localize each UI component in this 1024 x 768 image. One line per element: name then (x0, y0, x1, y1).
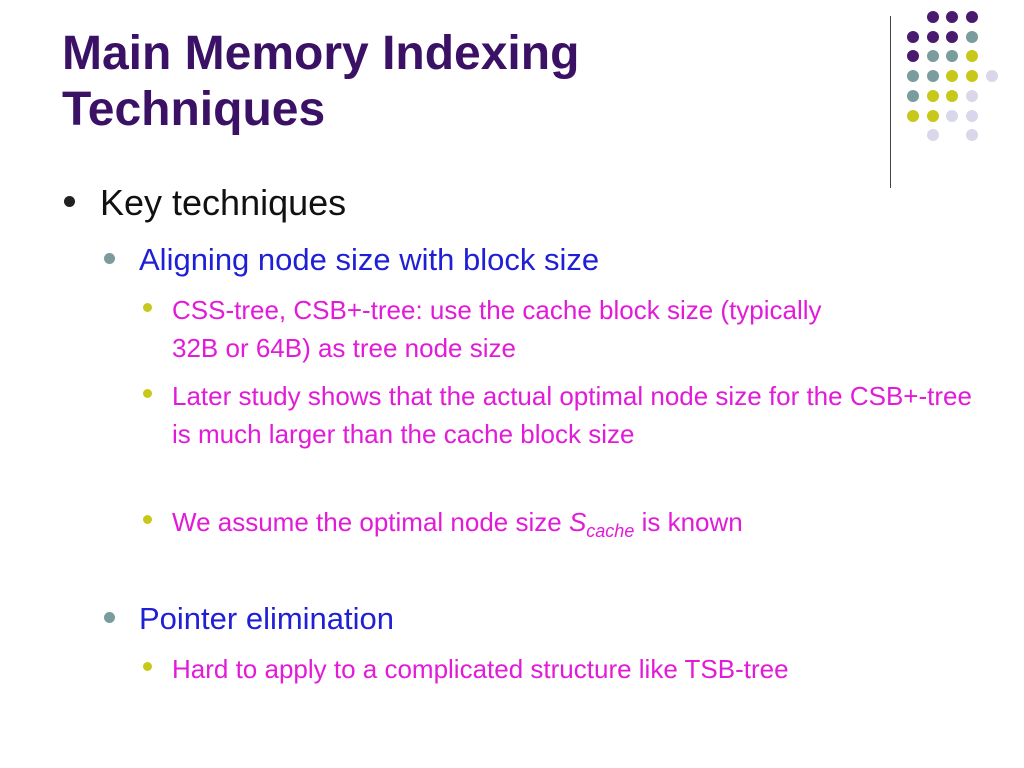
decorative-dot (966, 129, 979, 142)
decorative-dot (946, 70, 959, 83)
decorative-divider-line (890, 16, 891, 188)
bullet-text: Aligning node size with block size (139, 242, 600, 277)
decorative-dot (946, 50, 959, 63)
bullet-text: We assume the optimal node size Scache i… (172, 503, 962, 550)
text-prefix: We assume the optimal node size (172, 507, 569, 537)
variable-subscript: cache (586, 521, 635, 542)
decorative-dot (966, 11, 979, 23)
decorative-dot (926, 109, 939, 122)
bullet-dot-icon (143, 389, 152, 398)
bullet-dot-icon (143, 662, 152, 671)
bullet-css-tree: CSS-tree, CSB+-tree: use the cache block… (143, 291, 872, 367)
bullet-dot-icon (104, 253, 115, 264)
decorative-dot (966, 50, 979, 63)
decorative-dot (926, 30, 939, 43)
title-line-2: Techniques (62, 83, 326, 136)
bullet-text: CSS-tree, CSB+-tree: use the cache block… (172, 295, 822, 363)
bullet-later-study: Later study shows that the actual optima… (143, 377, 972, 453)
decorative-dot (907, 89, 919, 102)
decorative-dot (966, 30, 979, 43)
bullet-text: Pointer elimination (139, 601, 395, 636)
bullet-optimal-node-size: We assume the optimal node size Scache i… (143, 503, 962, 550)
bullet-text: Hard to apply to a complicated structure… (172, 654, 789, 684)
decorative-dot (926, 50, 939, 63)
bullet-pointer-elimination: Pointer elimination (104, 599, 394, 639)
decorative-dot (966, 89, 979, 102)
bullet-dot-icon (143, 515, 152, 524)
decorative-dot (926, 11, 939, 23)
decorative-dot (926, 89, 939, 102)
text-suffix: is known (634, 507, 743, 537)
decorative-dot (946, 11, 959, 23)
decorative-dot (966, 70, 979, 83)
bullet-hard-to-apply: Hard to apply to a complicated structure… (143, 650, 962, 688)
title-line-1: Main Memory Indexing (62, 27, 580, 80)
bullet-text: Later study shows that the actual optima… (172, 381, 972, 449)
decorative-dot (907, 70, 919, 83)
bullet-aligning-node-size: Aligning node size with block size (104, 240, 599, 280)
decorative-dot (946, 109, 959, 122)
slide-title: Main Memory Indexing Techniques (62, 26, 862, 138)
bullet-key-techniques: Key techniques (64, 180, 884, 226)
bullet-dot-icon (143, 303, 152, 312)
decorative-dot (926, 70, 939, 83)
decorative-dot (946, 30, 959, 43)
bullet-dot-icon (104, 612, 115, 623)
bullet-dot-icon (64, 196, 75, 207)
decorative-dot (926, 129, 939, 142)
decorative-dot-grid (0, 0, 1024, 200)
variable-s: S (568, 507, 587, 537)
decorative-dot (946, 89, 959, 102)
decorative-dot (966, 109, 979, 122)
decorative-dot (907, 30, 919, 43)
bullet-text: Key techniques (100, 182, 347, 223)
decorative-dot (907, 109, 919, 122)
decorative-dot (907, 50, 919, 63)
decorative-dot (985, 70, 998, 83)
